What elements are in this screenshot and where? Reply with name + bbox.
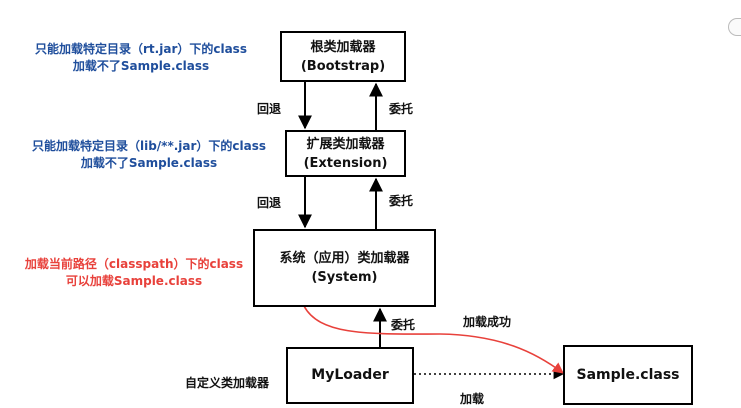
sample-class-box: Sample.class <box>563 345 693 405</box>
edge-label-load: 加载 <box>460 392 485 406</box>
edge-label-load-success: 加载成功 <box>463 315 512 329</box>
side-handle-icon[interactable] <box>728 18 741 36</box>
system-loader-box: 系统（应用）类加载器 (System) <box>253 229 436 307</box>
bootstrap-loader-subtitle: (Bootstrap) <box>300 58 386 74</box>
extension-note-line2: 加载不了Sample.class <box>80 156 218 170</box>
myloader-note: 自定义类加载器 <box>185 376 270 390</box>
bootstrap-note-line1: 只能加载特定目录（rt.jar）下的class <box>35 42 247 56</box>
bootstrap-loader-title: 根类加载器 <box>310 39 376 55</box>
myloader-label: MyLoader <box>311 367 389 383</box>
edge-label-back-1: 回退 <box>257 102 282 116</box>
extension-loader-box: 扩展类加载器 (Extension) <box>285 130 406 177</box>
sample-class-label: Sample.class <box>576 366 680 383</box>
system-note-line2: 可以加载Sample.class <box>65 274 203 288</box>
system-loader-title: 系统（应用）类加载器 <box>279 251 410 266</box>
extension-note: 只能加载特定目录（lib/**.jar）下的class 加载不了Sample.c… <box>14 138 284 172</box>
bootstrap-note-line2: 加载不了Sample.class <box>72 59 210 73</box>
edge-label-delegate-1: 委托 <box>389 102 414 116</box>
edge-label-back-2: 回退 <box>257 196 282 210</box>
bootstrap-note: 只能加载特定目录（rt.jar）下的class 加载不了Sample.class <box>25 41 257 75</box>
extension-loader-title: 扩展类加载器 <box>306 136 385 152</box>
system-note: 加载当前路径（classpath）下的class 可以加载Sample.clas… <box>14 256 254 290</box>
extension-loader-subtitle: (Extension) <box>303 155 388 171</box>
myloader-box: MyLoader <box>286 347 414 404</box>
edge-label-delegate-3: 委托 <box>391 318 416 332</box>
bootstrap-loader-box: 根类加载器 (Bootstrap) <box>280 31 406 82</box>
system-note-line1: 加载当前路径（classpath）下的class <box>24 257 244 271</box>
extension-note-line1: 只能加载特定目录（lib/**.jar）下的class <box>31 139 267 153</box>
arrow-load-success-system-to-sample <box>303 305 564 374</box>
system-loader-subtitle: (System) <box>311 270 378 285</box>
edge-label-delegate-2: 委托 <box>389 194 414 208</box>
